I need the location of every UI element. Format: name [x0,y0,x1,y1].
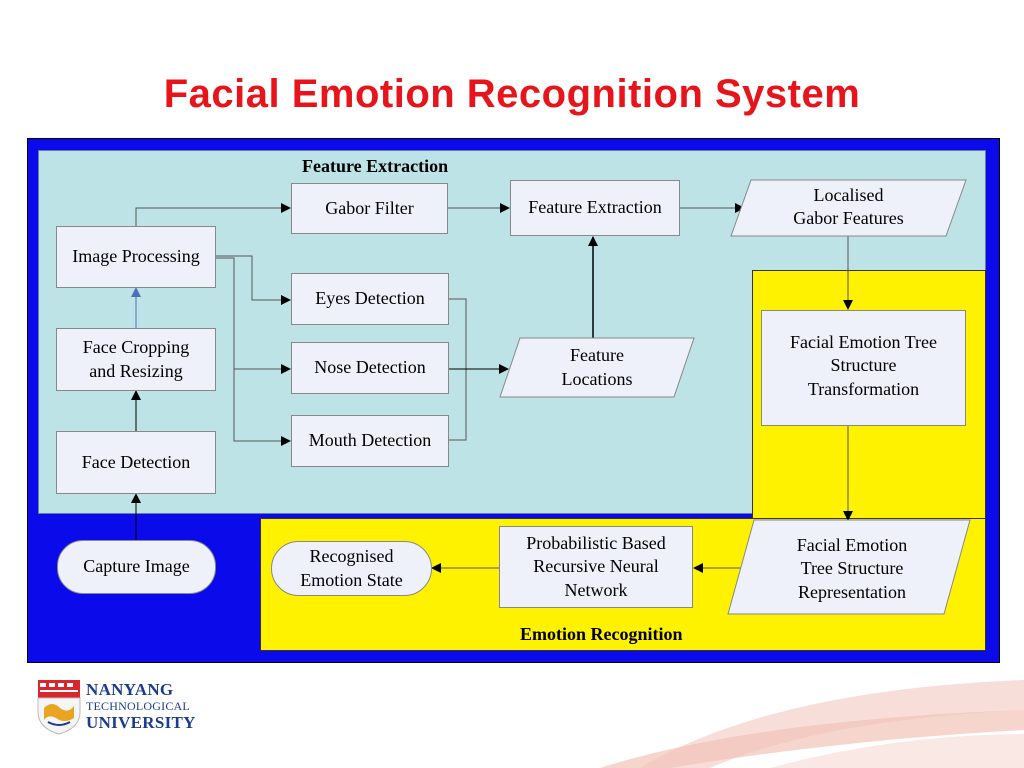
face-detection-node: Face Detection [56,431,216,494]
face-cropping-node: Face Cropping and Resizing [56,328,216,391]
feature-locations-node: Feature Locations [561,345,633,389]
ntu-crest-icon [37,680,81,735]
capture-image-node: Capture Image [57,540,216,594]
recognised-state-node: Recognised Emotion State [271,541,432,596]
localised-gabor-node: Localised Gabor Features [793,184,904,228]
tree-transformation-node: Facial Emotion Tree Structure Transforma… [761,310,966,426]
prnn-node: Probabilistic Based Recursive Neural Net… [499,526,693,608]
eyes-detection-node: Eyes Detection [291,273,449,325]
ntu-wordmark: NANYANG TECHNOLOGICAL UNIVERSITY [86,680,196,732]
feature-extraction-node: Feature Extraction [510,180,680,236]
mouth-detection-node: Mouth Detection [291,415,449,467]
feature-extraction-label: Feature Extraction [302,156,449,176]
page-title: Facial Emotion Recognition System [163,72,861,116]
tree-representation-node: Facial Emotion Tree Structure Representa… [796,534,908,602]
decorative-swoosh [600,680,1024,768]
gabor-filter-node: Gabor Filter [291,183,448,234]
nose-detection-node: Nose Detection [291,342,449,394]
image-processing-node: Image Processing [56,226,216,288]
emotion-recognition-label: Emotion Recognition [520,624,683,644]
